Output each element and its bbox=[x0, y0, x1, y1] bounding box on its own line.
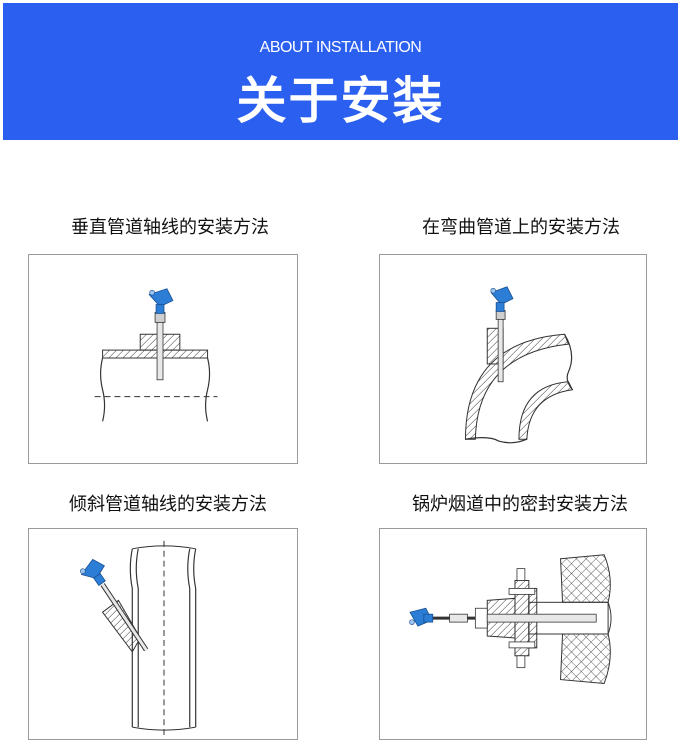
caption-inclined-pipe: 倾斜管道轴线的安装方法 bbox=[69, 494, 267, 515]
figure-curved-pipe bbox=[379, 254, 647, 464]
figure-vertical-pipe bbox=[28, 254, 298, 464]
figure-inclined-pipe bbox=[28, 528, 298, 740]
header-banner: ABOUT INSTALLATION 关于安装 bbox=[3, 3, 678, 140]
figure-boiler-flue bbox=[379, 528, 647, 740]
caption-boiler-flue: 锅炉烟道中的密封安装方法 bbox=[412, 494, 628, 515]
caption-vertical-pipe: 垂直管道轴线的安装方法 bbox=[71, 217, 269, 238]
caption-curved-pipe: 在弯曲管道上的安装方法 bbox=[422, 217, 620, 238]
banner-title: 关于安装 bbox=[236, 72, 445, 130]
banner-subtitle: ABOUT INSTALLATION bbox=[259, 39, 422, 56]
